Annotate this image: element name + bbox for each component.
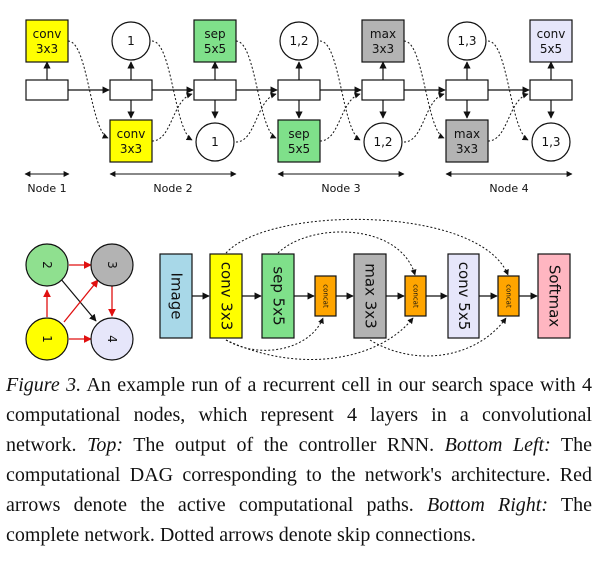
caption-figure-label: Figure 3. — [6, 374, 82, 396]
caption-top-label: Top: — [87, 434, 124, 456]
caption-bottom-left-label: Bottom Left: — [444, 434, 551, 456]
caption-bottom-right-label: Bottom Right: — [427, 494, 549, 516]
svg-text:1,2: 1,2 — [373, 135, 392, 149]
controller-rnn: conv 3x3 sep 5x5 max 3x3 conv 5x5 1 1,2 — [24, 19, 573, 195]
svg-text:concat: concat — [322, 284, 330, 308]
svg-text:concat: concat — [412, 284, 420, 308]
svg-text:3x3: 3x3 — [456, 142, 478, 156]
svg-text:3x3: 3x3 — [36, 42, 58, 56]
svg-text:sep: sep — [204, 27, 225, 41]
network-max3x3: max 3x3 — [353, 253, 387, 339]
svg-text:1: 1 — [127, 34, 135, 48]
svg-text:1: 1 — [40, 335, 54, 343]
rnn-cell — [445, 79, 489, 101]
svg-text:conv 3x3: conv 3x3 — [218, 262, 236, 331]
svg-text:3x3: 3x3 — [372, 42, 394, 56]
network-concat-3: concat — [497, 275, 520, 317]
svg-text:conv: conv — [33, 27, 62, 41]
svg-text:Softmax: Softmax — [546, 265, 564, 327]
caption-text-2: The output of the controller RNN. — [123, 434, 445, 456]
svg-text:max 3x3: max 3x3 — [362, 263, 380, 328]
bottom-circle-1-3: 1,3 — [531, 122, 571, 162]
rnn-cell — [529, 79, 573, 101]
bottom-circle-1-2: 1,2 — [363, 122, 403, 162]
network-softmax: Softmax — [537, 253, 571, 339]
svg-text:3x3: 3x3 — [120, 142, 142, 156]
svg-text:5x5: 5x5 — [288, 142, 310, 156]
bottom-circle-1: 1 — [195, 122, 235, 162]
top-op-sep5x5: sep 5x5 — [193, 19, 237, 63]
svg-text:conv 5x5: conv 5x5 — [455, 262, 473, 331]
node-label-2: Node 2 — [153, 182, 192, 195]
rnn-cell — [109, 79, 153, 101]
svg-text:2: 2 — [40, 261, 54, 269]
network-concat-1: concat — [314, 275, 337, 317]
svg-text:sep 5x5: sep 5x5 — [270, 266, 288, 325]
svg-text:3: 3 — [105, 261, 119, 269]
network-concat-2: concat — [404, 275, 427, 317]
top-op-max3x3: max 3x3 — [361, 19, 405, 63]
svg-text:concat: concat — [505, 284, 513, 308]
dag-node-4: 4 — [90, 317, 134, 361]
svg-text:max: max — [370, 27, 396, 41]
caption-text-3: The computational DAG corresponding to t… — [6, 434, 592, 516]
complete-network: Image conv 3x3 sep 5x5 concat max 3x3 co… — [159, 218, 571, 360]
dag-node-3: 3 — [90, 243, 134, 287]
top-circle-1: 1 — [111, 21, 151, 61]
svg-text:conv: conv — [117, 127, 146, 141]
network-conv5x5: conv 5x5 — [447, 253, 480, 339]
node-label-1: Node 1 — [27, 182, 66, 195]
network-conv3x3: conv 3x3 — [209, 253, 243, 339]
svg-text:1,2: 1,2 — [289, 34, 308, 48]
dag-node-1: 1 — [25, 317, 69, 361]
caption-text-4: The complete network. Dotted arrows deno… — [6, 494, 593, 546]
svg-text:conv: conv — [537, 27, 566, 41]
node-label-3: Node 3 — [321, 182, 360, 195]
figure-caption: Figure 3. An example run of a recurrent … — [6, 370, 592, 550]
bottom-op-max3x3: max 3x3 — [445, 119, 489, 163]
svg-text:1: 1 — [211, 135, 219, 149]
dag-edge-2-4 — [59, 277, 97, 322]
top-op-conv5x5: conv 5x5 — [529, 19, 573, 63]
bottom-op-sep5x5: sep 5x5 — [277, 119, 321, 163]
svg-text:1,3: 1,3 — [541, 135, 560, 149]
rnn-cell — [25, 79, 69, 101]
caption-text-1: An example run of a recurrent cell in ou… — [6, 374, 592, 456]
figure-3-diagram: conv 3x3 sep 5x5 max 3x3 conv 5x5 1 1,2 — [24, 19, 573, 361]
rnn-cell — [277, 79, 321, 101]
top-op-conv3x3: conv 3x3 — [25, 19, 69, 63]
rnn-cell — [193, 79, 237, 101]
network-image: Image — [159, 253, 193, 339]
svg-text:1,3: 1,3 — [457, 34, 476, 48]
top-circle-1-2: 1,2 — [279, 21, 319, 61]
node-label-4: Node 4 — [489, 182, 528, 195]
svg-text:5x5: 5x5 — [540, 42, 562, 56]
network-sep5x5: sep 5x5 — [261, 253, 295, 339]
svg-text:sep: sep — [288, 127, 309, 141]
top-circle-1-3: 1,3 — [447, 21, 487, 61]
bottom-op-conv3x3: conv 3x3 — [109, 119, 153, 163]
svg-text:4: 4 — [105, 335, 119, 343]
dag-node-2: 2 — [25, 243, 69, 287]
svg-text:Image: Image — [168, 273, 186, 320]
rnn-cell — [361, 79, 405, 101]
computational-dag: 2 3 1 4 — [25, 243, 134, 361]
svg-text:5x5: 5x5 — [204, 42, 226, 56]
svg-text:max: max — [454, 127, 480, 141]
dag-edge-1-3 — [63, 279, 99, 323]
